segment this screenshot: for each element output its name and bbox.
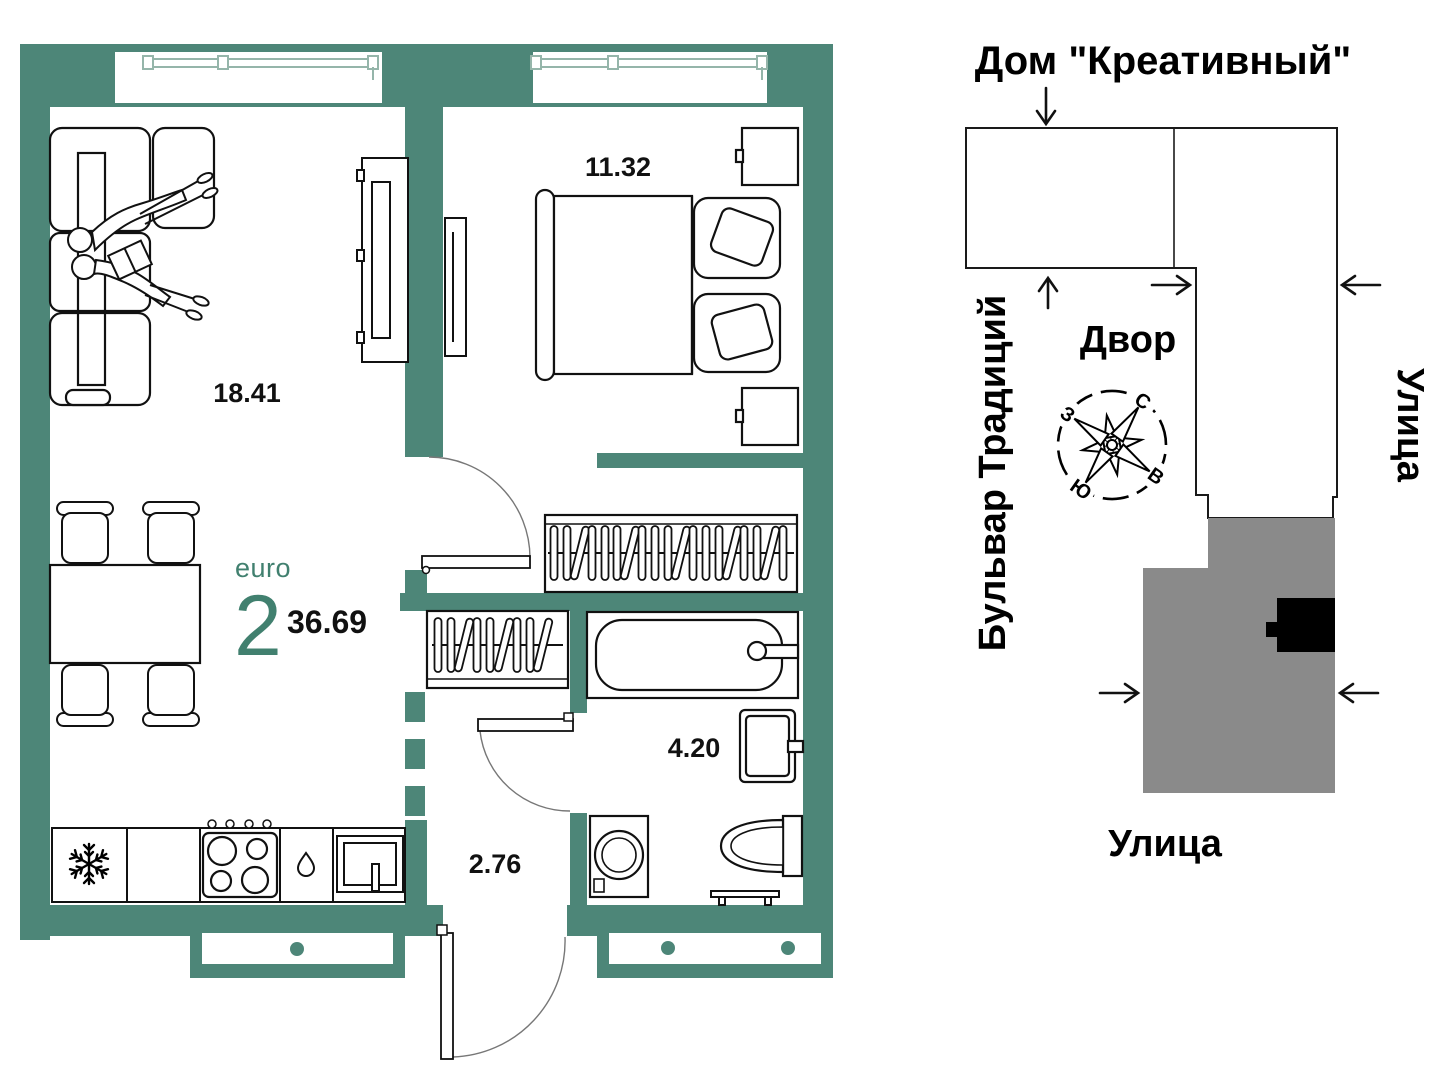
- bathroom-sink-icon: [738, 708, 805, 784]
- entrance-arrows: [1035, 86, 1382, 704]
- arrow-right-icon: [1098, 682, 1141, 704]
- apartment-location-marker: [1266, 598, 1335, 652]
- balcony-left: [190, 933, 405, 978]
- door-entrance: [436, 924, 566, 1060]
- toilet-icon: [719, 814, 804, 878]
- bed: [534, 188, 782, 382]
- kitchen-sink-icon: [336, 835, 404, 893]
- room-area-living: 18.41: [213, 378, 281, 408]
- washing-machine-icon: [588, 814, 650, 899]
- person-lying-2: [71, 239, 210, 321]
- site-plan: С В Ю З Дом "Креативный" Двор Бульвар Тр…: [965, 39, 1431, 865]
- arrow-down-icon: [1035, 86, 1057, 127]
- total-area: 36.69: [287, 604, 367, 640]
- format-label: euro: [235, 553, 291, 583]
- room-area-bedroom: 11.32: [585, 152, 651, 182]
- rooms-count: 2: [234, 578, 282, 674]
- bath-mat-icon: [710, 890, 780, 906]
- arrow-up-icon: [1037, 275, 1059, 310]
- door-bathroom: [477, 712, 574, 812]
- compass-rose: С В Ю З: [1053, 386, 1171, 505]
- stove-icon: [201, 819, 279, 899]
- arrow-left-icon: [1339, 274, 1382, 296]
- apartment-type-label: euro 2 36.69: [234, 553, 367, 674]
- nightstand-bottom: [734, 386, 800, 447]
- tv-bedroom-icon: [444, 217, 467, 357]
- wardrobe-small: [425, 609, 570, 690]
- arrow-right-icon: [1150, 274, 1193, 296]
- boulevard-label: Бульвар Традиций: [972, 295, 1014, 651]
- kitchen-light-icon: [296, 851, 316, 877]
- street-right-label: Улица: [1389, 368, 1431, 483]
- tv-living-icon: [356, 157, 409, 363]
- bathtub-icon: [585, 610, 800, 700]
- person-lying-1: [67, 172, 219, 253]
- door-living-bedroom: [421, 456, 531, 575]
- walls: [20, 44, 833, 940]
- balcony-right: [597, 933, 833, 978]
- house-title: Дом "Креативный": [975, 39, 1352, 83]
- nightstand-top: [734, 126, 800, 187]
- dining-table: [48, 501, 202, 727]
- building-gray-section: [1143, 518, 1335, 793]
- arrow-left-icon: [1337, 682, 1380, 704]
- wardrobe-large: [543, 513, 799, 594]
- street-bottom-label: Улица: [1108, 823, 1223, 865]
- courtyard-label: Двор: [1080, 319, 1176, 361]
- window-living: [142, 55, 379, 80]
- window-bedroom: [530, 55, 768, 80]
- room-area-bathroom: 4.20: [668, 733, 721, 763]
- room-area-hallway: 2.76: [469, 849, 522, 879]
- floor-plan: 18.41 11.32 4.20 2.76 euro 2 36.69: [20, 44, 833, 1060]
